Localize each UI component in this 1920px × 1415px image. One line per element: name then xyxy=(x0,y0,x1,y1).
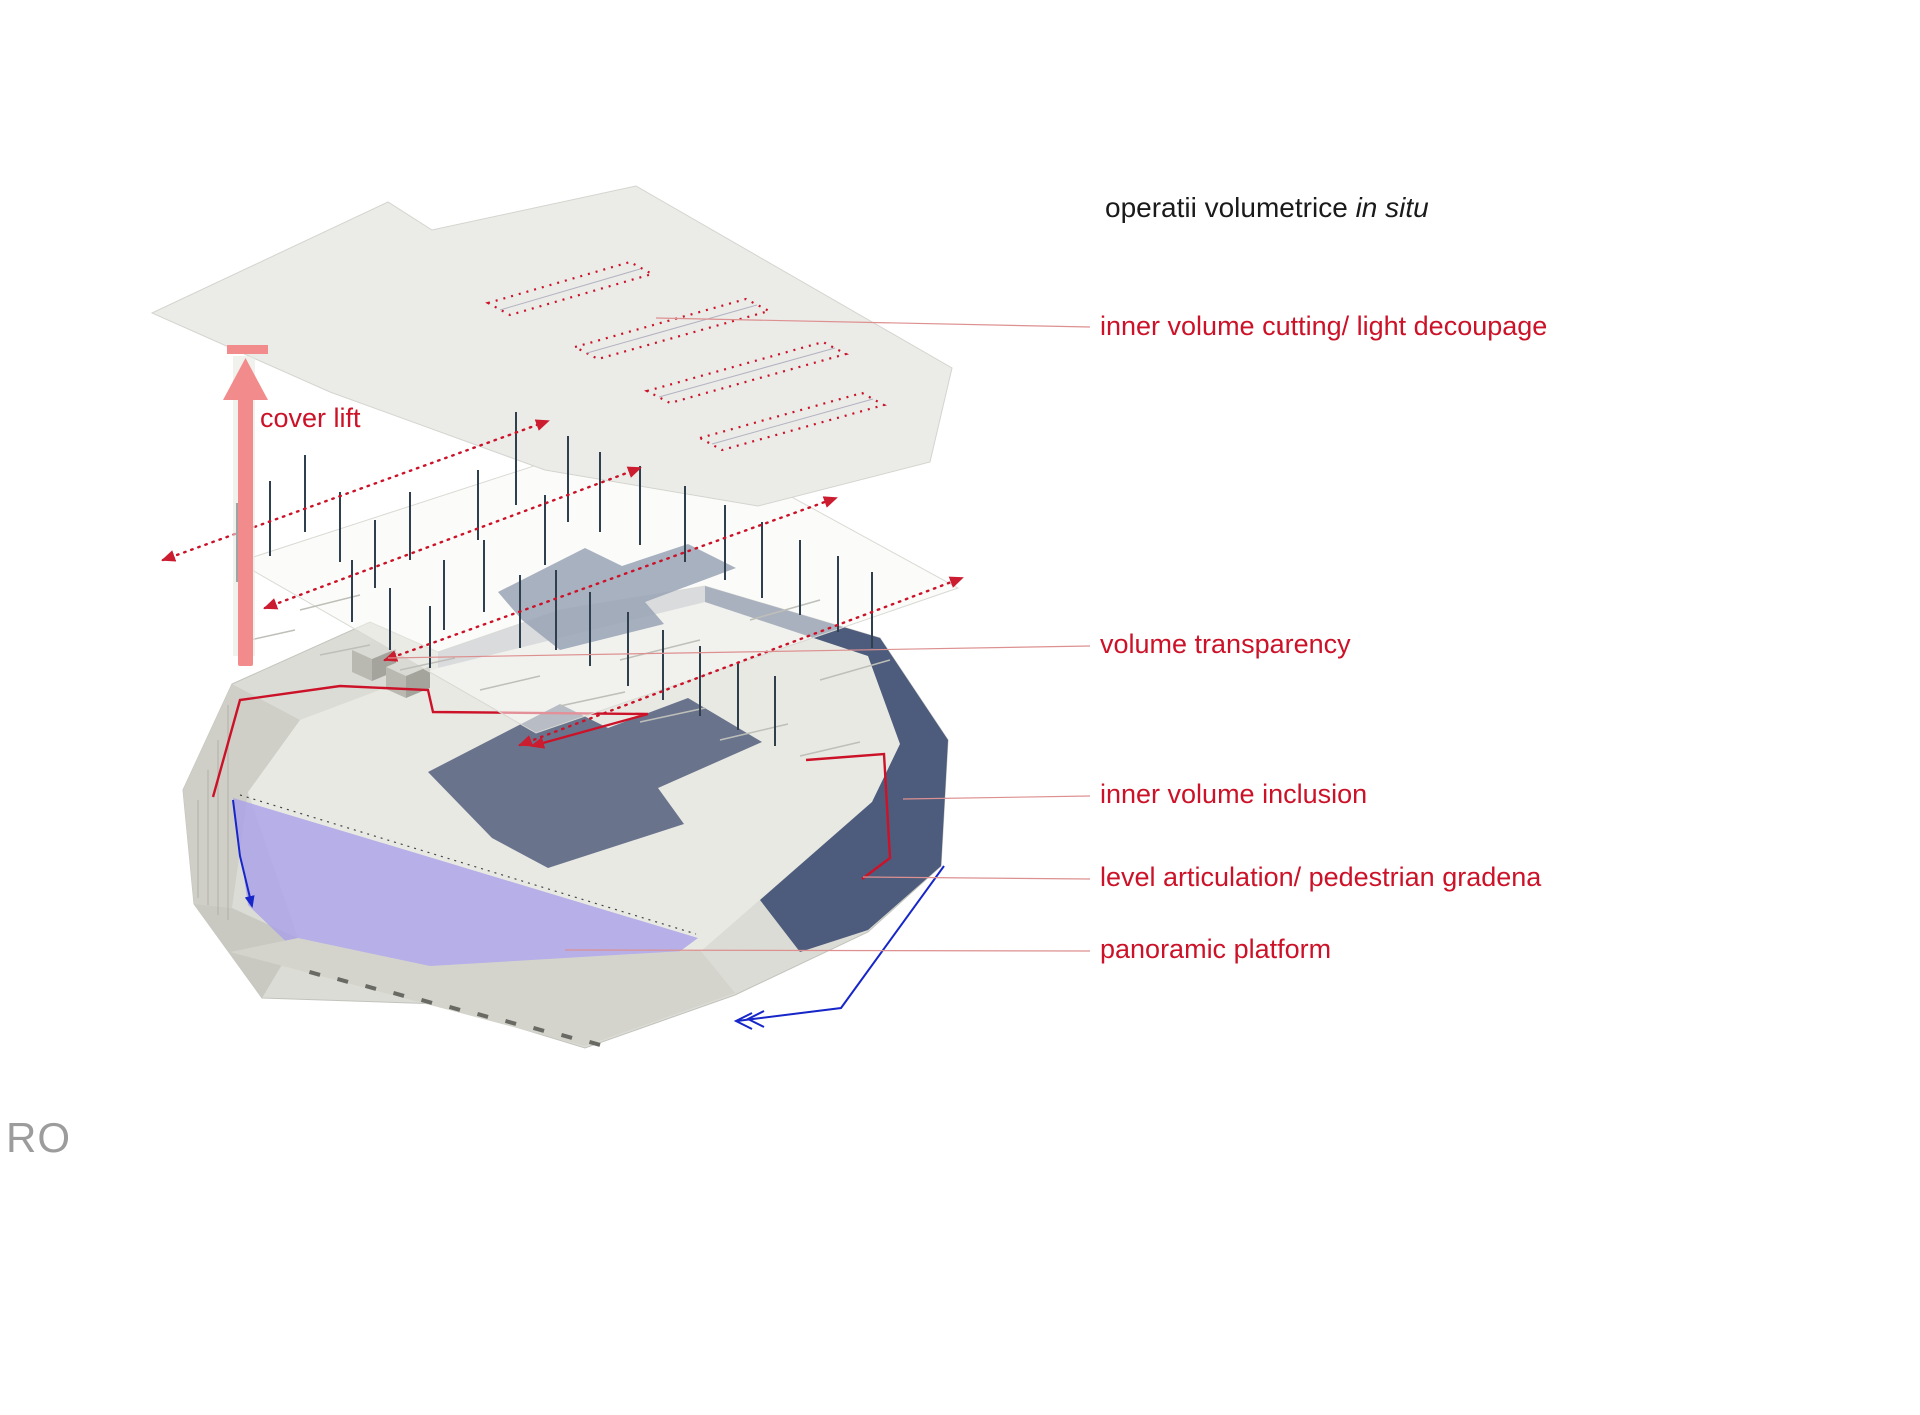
rubble-strip xyxy=(230,938,735,1046)
roof-plane xyxy=(150,185,953,507)
title-italic: in situ xyxy=(1355,192,1429,223)
transparency-arrows xyxy=(161,419,964,747)
platform-edge-dotted xyxy=(239,794,697,935)
label-cover-lift: cover lift xyxy=(260,403,361,433)
page-title: operatii volumetrice in situ xyxy=(1105,192,1429,224)
title-regular: operatii volumetrice xyxy=(1105,192,1356,223)
blue-double-chevron xyxy=(733,1010,765,1030)
rubble-ticks xyxy=(308,969,601,1047)
light-decoupage-cuts xyxy=(485,260,887,452)
label-level-articulation: level articulation/ pedestrian gradena xyxy=(1100,862,1542,892)
pedestrian-gradena-outline-red xyxy=(805,752,892,880)
leader-lines xyxy=(387,317,1091,952)
blue-platform-line xyxy=(736,865,945,1022)
label-inner-volume-cutting: inner volume cutting/ light decoupage xyxy=(1100,311,1548,341)
label-panoramic-platform: panoramic platform xyxy=(1100,934,1332,964)
language-watermark: RO xyxy=(6,1114,71,1161)
cover-lift-arrow xyxy=(223,345,268,666)
blue-descent-line xyxy=(232,799,255,908)
label-volume-transparency: volume transparency xyxy=(1100,629,1351,659)
label-inner-volume-inclusion: inner volume inclusion xyxy=(1100,779,1368,809)
